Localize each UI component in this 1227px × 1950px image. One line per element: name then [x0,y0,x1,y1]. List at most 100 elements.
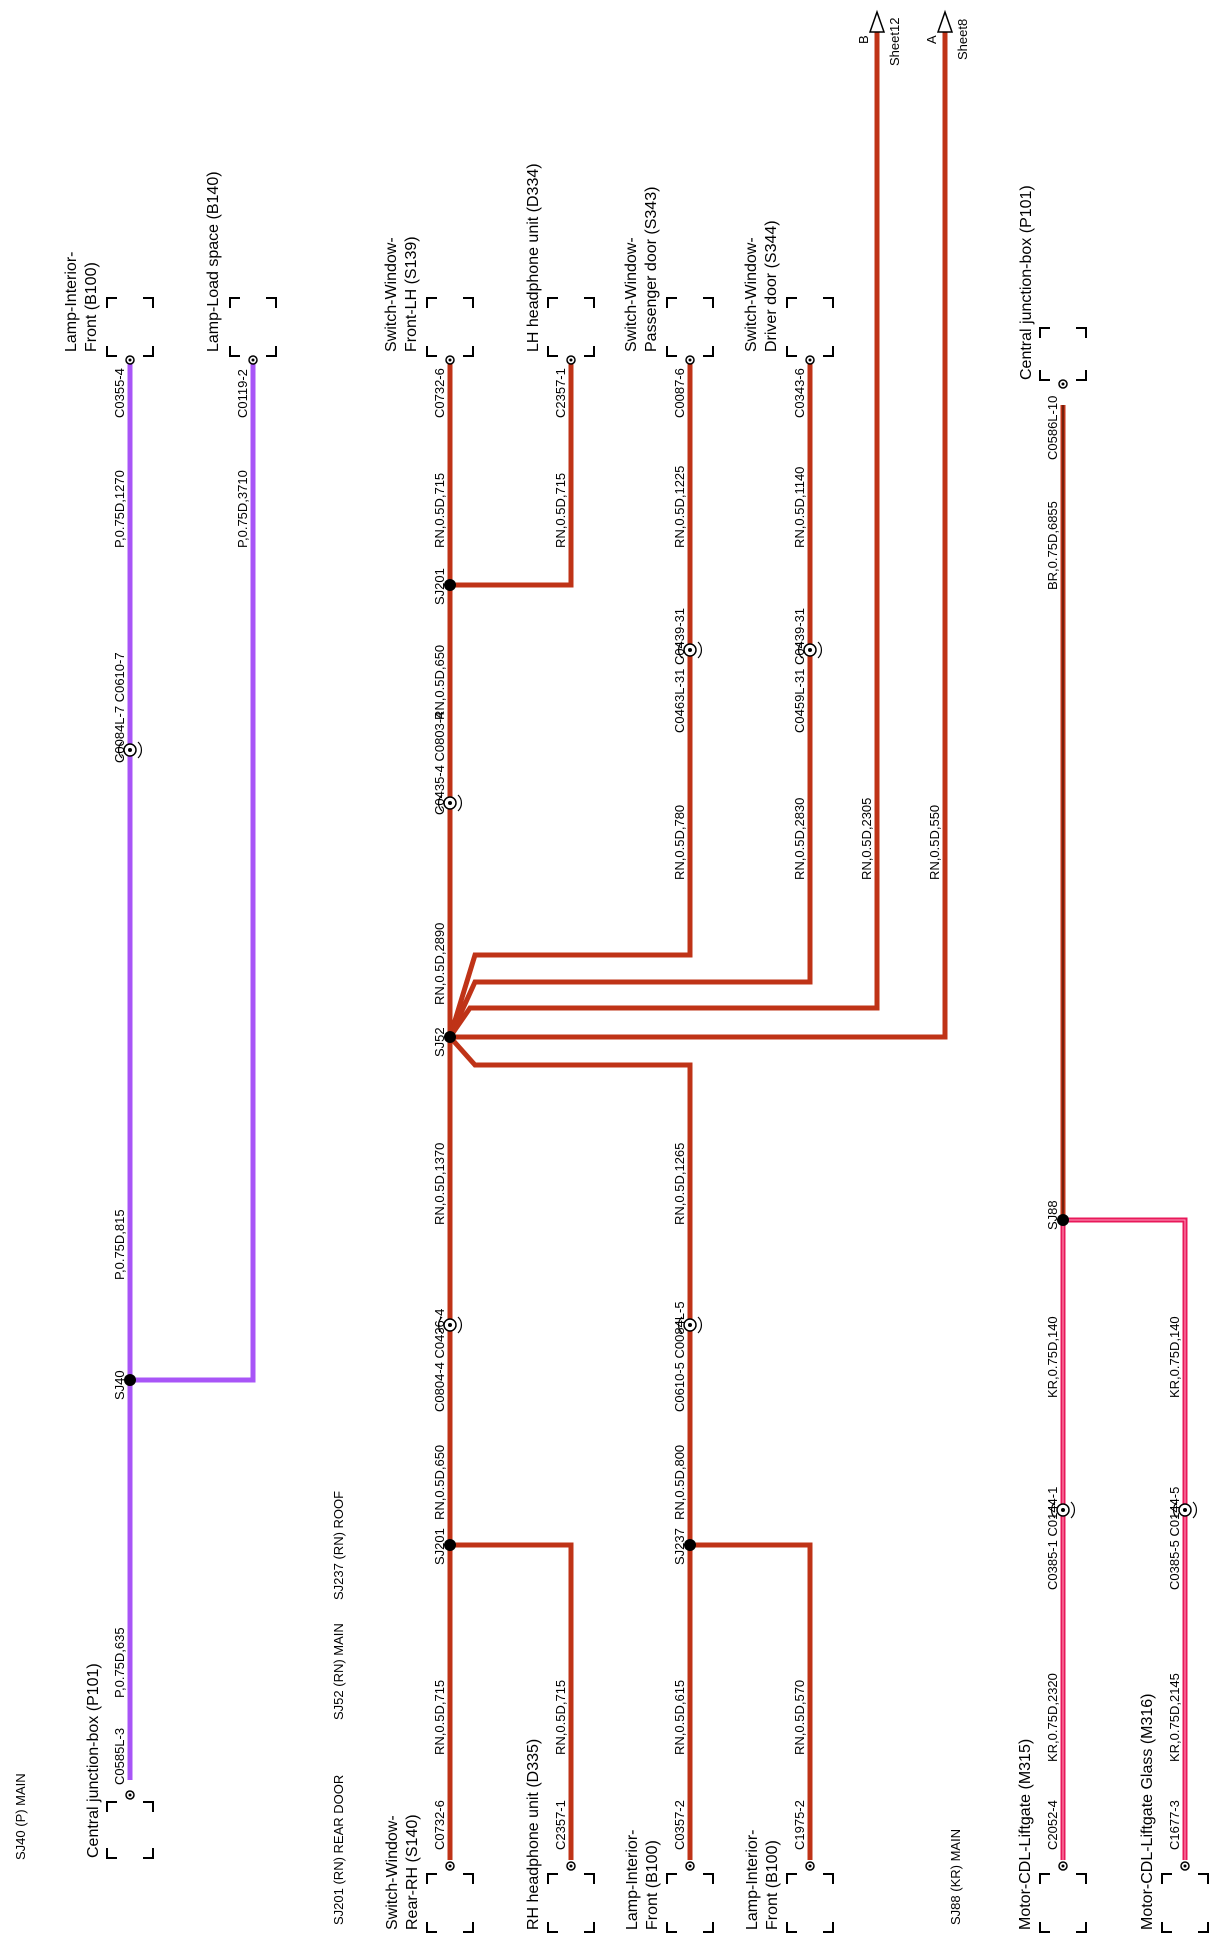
wire-label-rn-615: RN,0.5D,615 [672,1680,687,1755]
box-b140[interactable] [229,297,277,365]
box-d335[interactable] [547,1861,595,1933]
splice-sj52: SJ52 [432,1027,447,1057]
comp-b100-b2-l1: Lamp-Interior- [744,1830,761,1930]
box-m315[interactable] [1039,1861,1087,1933]
wire-label-rn-780: RN,0.5D,780 [672,805,687,880]
comp-b100-top-l2: Front (B100) [83,262,100,352]
box-b100-b1[interactable] [666,1861,714,1933]
wire-rn-s344[interactable] [447,360,813,1039]
splice-sj237-icon[interactable] [684,1539,696,1551]
conn-c1975-2: C1975-2 [792,1800,807,1850]
splice-sj40: SJ40 [112,1370,127,1400]
conn-c0087-6: C0087-6 [672,368,687,418]
inline-c0435-icon[interactable] [438,794,462,812]
wire-label-p-3710: P,0.75D,3710 [235,470,250,548]
box-s139[interactable] [426,297,474,365]
box-b100-b2[interactable] [786,1861,834,1933]
box-p101-bottom[interactable] [106,1790,154,1859]
splice-sj201-top: SJ201 [432,568,447,605]
conn-c2052-4: C2052-4 [1045,1800,1060,1850]
conn-c0357-2: C0357-2 [672,1800,687,1850]
wire-rn-roof[interactable] [448,1035,693,1860]
wire-rn-b100-b2[interactable] [690,1542,813,1860]
box-p101-top[interactable] [1039,327,1087,389]
conn-c0732-6-top: C0732-6 [432,368,447,418]
conn-c0343-6: C0343-6 [792,368,807,418]
comp-s344-l1: Switch-Window- [743,237,760,352]
inline-c0459l-icon[interactable] [798,641,822,659]
box-s140[interactable] [426,1861,474,1933]
conn-c0610-5: C0610-5 C0084L-5 [672,1301,687,1412]
comp-b100-b2-l2: Front (B100) [764,1840,781,1930]
conn-c0084l7: C0084L-7 C0610-7 [112,652,127,763]
inline-c0084l-icon[interactable] [118,741,142,759]
comp-b100-b1-l1: Lamp-Interior- [624,1830,641,1930]
comp-b140: Lamp-Load space (B140) [205,171,222,352]
conn-c0119-2: C0119-2 [235,369,250,418]
box-m316[interactable] [1161,1861,1209,1933]
wire-rn-d334[interactable] [450,360,574,588]
note-sj52: SJ52 (RN) MAIN [331,1623,346,1720]
comp-s139-l2: Front-LH (S139) [403,236,420,352]
wire-label-p-815: P,0.75D,815 [112,1209,127,1280]
comp-b100-top-l1: Lamp-Interior- [63,252,80,352]
arrow-sheet12-icon[interactable] [868,9,886,33]
comp-b100-b1-l2: Front (B100) [644,1840,661,1930]
comp-s140-l1: Switch-Window- [384,1815,401,1930]
wire-label-rn-2305: RN,0.5D,2305 [859,798,874,880]
wire-label-rn-800: RN,0.5D,800 [672,1445,687,1520]
wire-label-p-1270: P,0.75D,1270 [112,470,127,548]
inline-c0610-icon[interactable] [678,1316,702,1334]
sheet-a-letter[interactable]: A [924,35,939,44]
comp-s139-l1: Switch-Window- [383,237,400,352]
wire-p-b140[interactable] [130,360,256,1383]
sheet-b-sheet[interactable]: Sheet12 [887,18,902,66]
inline-c0385-5-icon[interactable] [1173,1501,1197,1519]
wire-label-rn-715-a: RN,0.5D,715 [432,473,447,548]
splice-sj201-top-icon[interactable] [444,579,456,591]
splice-sj201-bot-icon[interactable] [444,1539,456,1551]
wire-label-rn-715-d: RN,0.5D,715 [553,1680,568,1755]
wire-rn-d335[interactable] [450,1542,574,1860]
inline-c0804-icon[interactable] [438,1316,462,1334]
wire-label-rn-715-b: RN,0.5D,715 [553,473,568,548]
wire-kr-core [1062,1219,1186,1860]
inline-c0463l-icon[interactable] [678,641,702,659]
conn-c2357-1-top: C2357-1 [553,368,568,418]
wire-rn-sheet12[interactable] [447,30,880,1039]
conn-c0585l3: C0585L-3 [112,1728,127,1785]
wire-label-rn-2830: RN,0.5D,2830 [792,798,807,880]
conn-c0732-6-bot: C0732-6 [432,1800,447,1850]
splice-sj237: SJ237 [672,1528,687,1565]
wire-rn-sheet8[interactable] [450,30,948,1040]
conn-c0459l: C0459L-31 C0439-31 [792,608,807,733]
wire-label-rn-650-top: RN,0.5D,650 [432,645,447,720]
wire-rn-s343[interactable] [447,360,693,1038]
box-d334[interactable] [547,297,595,365]
conn-c0385-5: C0385-5 C0144-5 [1167,1487,1182,1590]
conn-c0355-4: C0355-4 [112,368,127,418]
comp-s140-l2: Rear-RH (S140) [404,1814,421,1930]
splice-sj52-icon[interactable] [444,1031,456,1043]
note-sj88: SJ88 (KR) MAIN [948,1829,963,1925]
conn-c0435: C0435-4 C0803-4 [432,712,447,815]
wire-label-rn-715-c: RN,0.5D,715 [432,1680,447,1755]
arrow-sheet8-icon[interactable] [936,9,954,33]
inline-c0385-1-icon[interactable] [1051,1501,1075,1519]
splice-dots [124,579,1069,1551]
sheet-a-sheet[interactable]: Sheet8 [955,19,970,60]
comp-d335: RH headphone unit (D335) [525,1739,542,1930]
box-s344[interactable] [786,297,834,365]
box-b100-top[interactable] [106,297,154,365]
wire-label-br-6855: BR,0.75D,6855 [1045,501,1060,590]
note-sj40: SJ40 (P) MAIN [13,1773,28,1860]
sheet-b-letter[interactable]: B [856,35,871,44]
purple-wires [127,358,256,1780]
wire-label-kr-140-b: KR,0.75D,140 [1167,1316,1182,1398]
box-s343[interactable] [666,297,714,365]
splice-sj88-icon[interactable] [1057,1214,1069,1226]
wire-label-rn-650-bot: RN,0.5D,650 [432,1445,447,1520]
splice-sj40-icon[interactable] [124,1374,136,1386]
note-sj201: SJ201 (RN) REAR DOOR [331,1775,346,1925]
